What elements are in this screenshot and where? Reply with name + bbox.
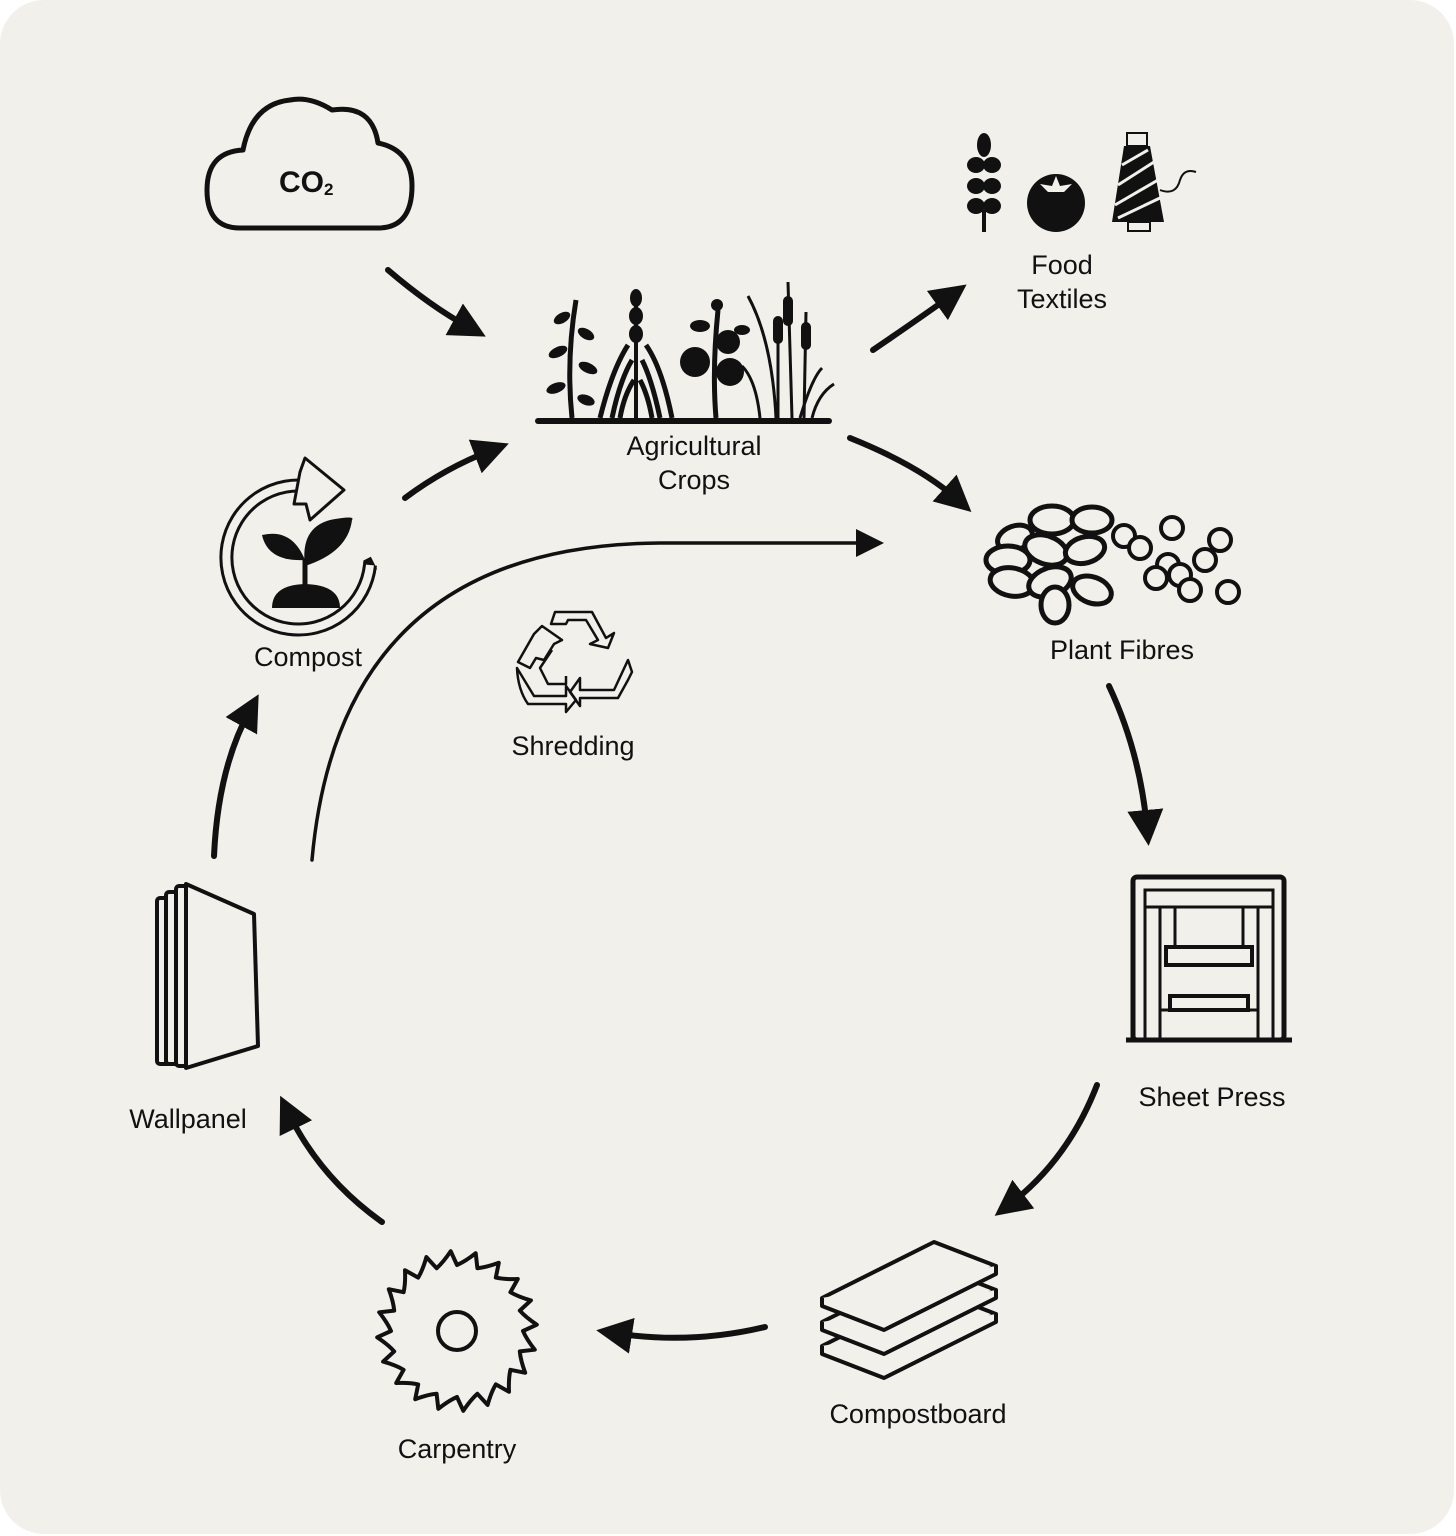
arrow-co2-to-crops	[385, 267, 486, 337]
arrow-wallpanel-to-compost	[211, 694, 259, 859]
compost-icon	[219, 456, 378, 637]
textiles-label: Textiles	[1016, 284, 1108, 314]
wheat-icon	[967, 133, 1001, 232]
arrow-carpentry-to-wallpanel	[279, 1095, 385, 1225]
plant-fibres-label: Plant Fibres	[1049, 635, 1195, 665]
recycle-icon	[515, 610, 634, 714]
saw-blade-icon	[375, 1249, 539, 1413]
compostboard-label: Compostboard	[829, 1399, 1007, 1429]
tomato-icon	[1027, 174, 1085, 232]
wallpanel-label: Wallpanel	[129, 1104, 247, 1134]
arrow-crops-to-food	[870, 284, 967, 353]
plant-fibres-icon	[983, 503, 1241, 626]
compost-label: Compost	[253, 642, 363, 672]
co2-label: CO2	[279, 166, 334, 199]
crops-label-line2: Crops	[657, 465, 731, 495]
arrow-press-to-compostboard	[994, 1082, 1100, 1216]
sheet-press-label: Sheet Press	[1138, 1082, 1286, 1112]
food-label: Food	[1031, 250, 1093, 280]
arrow-shredding-to-fibres	[310, 529, 884, 862]
compostboard-icon	[820, 1240, 998, 1380]
crops-icon	[535, 281, 835, 424]
arrow-compostboard-to-carpentry	[596, 1318, 768, 1354]
arrow-fibres-to-press	[1106, 683, 1164, 846]
thread-spool-icon	[1112, 132, 1197, 232]
arrow-crops-to-fibres	[847, 435, 972, 512]
cloud-icon	[204, 96, 415, 231]
wallpanel-icon	[155, 882, 260, 1070]
carpentry-label: Carpentry	[397, 1434, 517, 1464]
arrow-compost-to-crops	[402, 439, 509, 501]
crops-label-line1: Agricultural	[626, 431, 762, 461]
sheet-press-icon	[1126, 874, 1292, 1043]
shredding-label: Shredding	[511, 731, 635, 761]
